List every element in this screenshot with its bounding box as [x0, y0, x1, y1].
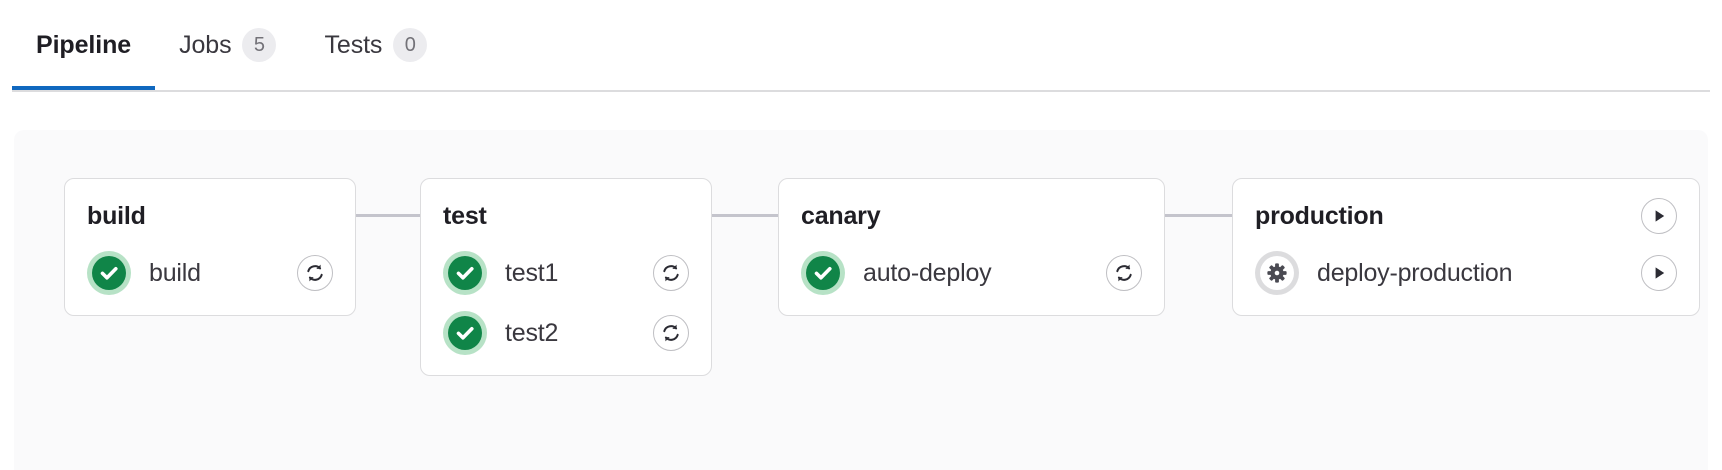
- job-list-test: test1: [443, 251, 689, 355]
- success-check-icon: [801, 251, 845, 295]
- job-list-production: deploy-production: [1255, 251, 1677, 295]
- job-row-test1[interactable]: test1: [443, 251, 689, 295]
- stage-card-canary: canary auto-deploy: [778, 178, 1165, 316]
- tab-jobs-badge: 5: [242, 28, 277, 62]
- stage-card-build: build build: [64, 178, 356, 316]
- stage-card-production: production: [1232, 178, 1700, 316]
- connector-canary-production: [1165, 214, 1232, 217]
- job-list-canary: auto-deploy: [801, 251, 1142, 295]
- tab-pipeline[interactable]: Pipeline: [12, 0, 156, 90]
- stage-name-test: test: [443, 201, 487, 230]
- play-icon[interactable]: [1641, 255, 1677, 291]
- job-name-test2: test2: [505, 318, 559, 347]
- job-row-auto-deploy[interactable]: auto-deploy: [801, 251, 1142, 295]
- retry-icon[interactable]: [653, 315, 689, 351]
- tab-list: Pipeline Jobs 5 Tests 0: [12, 0, 451, 90]
- pipeline-graph: build build: [14, 130, 1708, 470]
- tab-jobs[interactable]: Jobs 5: [155, 0, 300, 90]
- pipeline-tabbar: Pipeline Jobs 5 Tests 0: [0, 0, 1722, 92]
- job-name-deploy-production: deploy-production: [1317, 258, 1513, 287]
- job-name-test1: test1: [505, 258, 559, 287]
- retry-icon[interactable]: [653, 255, 689, 291]
- stage-header-production: production: [1255, 197, 1677, 235]
- stage-name-build: build: [87, 201, 146, 230]
- connector-build-test: [355, 214, 421, 217]
- connector-test-canary: [712, 214, 778, 217]
- job-row-deploy-production[interactable]: deploy-production: [1255, 251, 1677, 295]
- tab-tests[interactable]: Tests 0: [300, 0, 451, 90]
- stage-name-production: production: [1255, 201, 1384, 230]
- tab-active-indicator: [12, 86, 156, 90]
- manual-gear-icon: [1255, 251, 1299, 295]
- tab-tests-badge: 0: [393, 28, 428, 62]
- job-name-build: build: [149, 258, 201, 287]
- job-name-auto-deploy: auto-deploy: [863, 258, 992, 287]
- pipeline-graph-panel: build build: [14, 130, 1708, 470]
- retry-icon[interactable]: [297, 255, 333, 291]
- tab-jobs-label: Jobs: [179, 30, 232, 59]
- play-icon[interactable]: [1641, 198, 1677, 234]
- job-list-build: build: [87, 251, 333, 295]
- stage-name-canary: canary: [801, 201, 881, 230]
- success-check-icon: [443, 251, 487, 295]
- stage-header-build: build: [87, 197, 333, 235]
- success-check-icon: [87, 251, 131, 295]
- retry-icon[interactable]: [1106, 255, 1142, 291]
- tabbar-divider: [12, 90, 1710, 92]
- stage-header-test: test: [443, 197, 689, 235]
- stage-card-test: test test1: [420, 178, 712, 376]
- stage-header-canary: canary: [801, 197, 1142, 235]
- job-row-build[interactable]: build: [87, 251, 333, 295]
- job-row-test2[interactable]: test2: [443, 311, 689, 355]
- tab-pipeline-label: Pipeline: [36, 30, 132, 59]
- tab-tests-label: Tests: [324, 30, 383, 59]
- success-check-icon: [443, 311, 487, 355]
